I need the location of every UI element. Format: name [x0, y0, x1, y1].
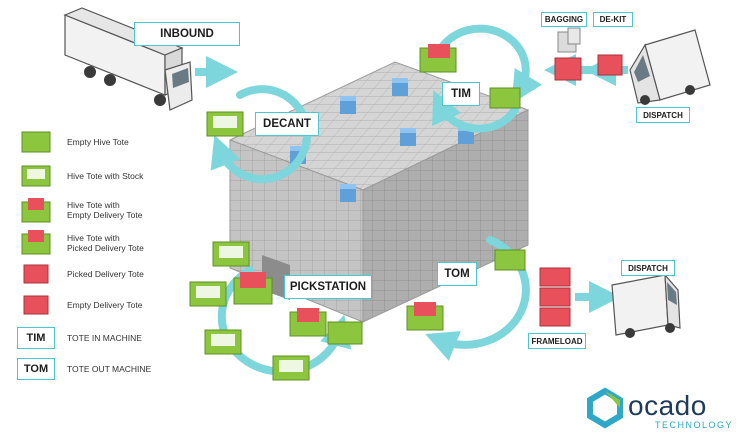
legend-item-label: Hive Tote with Empty Delivery Tote	[67, 200, 143, 220]
legend-item-label: Picked Delivery Tote	[67, 269, 144, 279]
hive-tote-with-stock-icon	[212, 241, 250, 267]
inbound-label: INBOUND	[134, 22, 240, 46]
ocado-logo-name: ocado	[628, 390, 707, 421]
bagging-label: BAGGING	[541, 12, 587, 27]
legend-hive-tote-with-empty-delivery-tote-icon	[21, 198, 51, 223]
dispatch-top-label: DISPATCH	[636, 107, 690, 123]
robot-icon	[340, 96, 356, 114]
hive-grid	[228, 61, 530, 323]
empty-hive-tote-icon	[489, 87, 521, 109]
robot-icon	[392, 78, 408, 96]
legend-item-label: Empty Hive Tote	[67, 137, 129, 147]
decant-loop	[210, 85, 312, 184]
tim-loop	[432, 24, 542, 133]
bagging-bags-icon	[557, 27, 581, 53]
dispatch-bottom-label: DISPATCH	[621, 260, 675, 276]
pickstation-loop	[217, 266, 352, 376]
ocado-logo-sub: TECHNOLOGY	[655, 420, 734, 430]
pickstation-label: PICKSTATION	[284, 275, 372, 299]
decant-label: DECANT	[255, 112, 319, 136]
robot-icon	[340, 184, 356, 202]
legend-hive-tote-with-picked-delivery-tote-icon	[21, 230, 51, 255]
hive-tote-with-empty-delivery-tote-icon	[419, 44, 457, 73]
hive-tote-with-picked-delivery-tote-icon	[289, 308, 327, 337]
frameload-label: FRAMELOAD	[528, 333, 586, 349]
hive-tote-with-empty-delivery-tote-icon	[233, 272, 273, 305]
legend-tim-key: TIM	[17, 327, 55, 349]
hive-tote-with-stock-icon	[206, 111, 244, 137]
empty-hive-tote-icon	[494, 249, 526, 271]
legend-picked-delivery-tote-icon	[23, 264, 49, 284]
legend-item-label: Hive Tote with Picked Delivery Tote	[67, 233, 144, 253]
legend-tom-text: TOTE OUT MACHINE	[67, 364, 152, 374]
dekit-label: DE-KIT	[593, 12, 633, 27]
dispatch-van-top-icon	[629, 29, 711, 105]
hive-tote-with-stock-icon	[272, 355, 310, 381]
empty-hive-tote-icon	[327, 321, 363, 345]
legend-empty-hive-tote-icon	[21, 131, 51, 153]
hive-tote-with-picked-delivery-tote-icon	[406, 302, 444, 331]
legend-item-label: Hive Tote with Stock	[67, 171, 144, 181]
dispatch-van-bottom-icon	[611, 273, 681, 338]
legend-empty-delivery-tote-icon	[23, 295, 49, 315]
empty-delivery-tote-icon	[597, 54, 623, 76]
frameload-stack-icon	[539, 267, 571, 327]
tom-label: TOM	[437, 262, 477, 286]
legend-item-label: Empty Delivery Tote	[67, 300, 143, 310]
ocado-logo-icon	[587, 387, 623, 429]
legend-hive-tote-with-stock-icon	[21, 165, 51, 187]
legend-tim-text: TOTE IN MACHINE	[67, 333, 142, 343]
hive-tote-with-stock-icon	[204, 329, 242, 355]
hive-tote-with-stock-icon	[189, 281, 227, 307]
legend-tom-key: TOM	[17, 358, 55, 380]
robot-icon	[400, 128, 416, 146]
picked-delivery-tote-icon	[554, 57, 582, 81]
tim-label: TIM	[442, 82, 480, 106]
